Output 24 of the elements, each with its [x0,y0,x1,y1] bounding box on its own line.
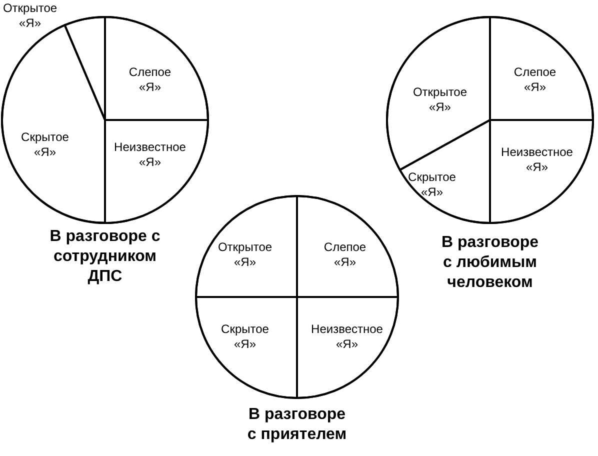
diagram-heading: В разговоре с сотрудником ДПС [48,227,162,287]
sector [195,296,298,399]
diagram-heading: В разговоре с любимым человеком [440,233,540,293]
sector-label: Скрытое «Я» [221,322,269,352]
sector-label: Скрытое «Я» [21,130,69,160]
sector-label: Слепое «Я» [128,65,172,95]
diagram-heading: В разговоре с приятелем [246,405,348,445]
sector [489,16,594,121]
sector-label: Неизвестное «Я» [501,145,573,175]
sector [296,195,399,298]
sector-label: Слепое «Я» [514,65,556,95]
sector [104,16,209,121]
sector [195,195,298,298]
sector [296,296,399,399]
sector [489,119,594,224]
sector-label: Открытое «Я» [218,240,272,270]
sector [386,16,491,171]
sector [104,119,209,224]
sector-label: Скрытое «Я» [408,170,456,200]
sector-label: Неизвестное «Я» [311,322,383,352]
sector-label: Открытое «Я» [412,85,468,115]
sector-label: Открытое «Я» [2,1,58,31]
sector-label: Неизвестное «Я» [114,140,186,170]
sector-label: Слепое «Я» [324,240,366,270]
